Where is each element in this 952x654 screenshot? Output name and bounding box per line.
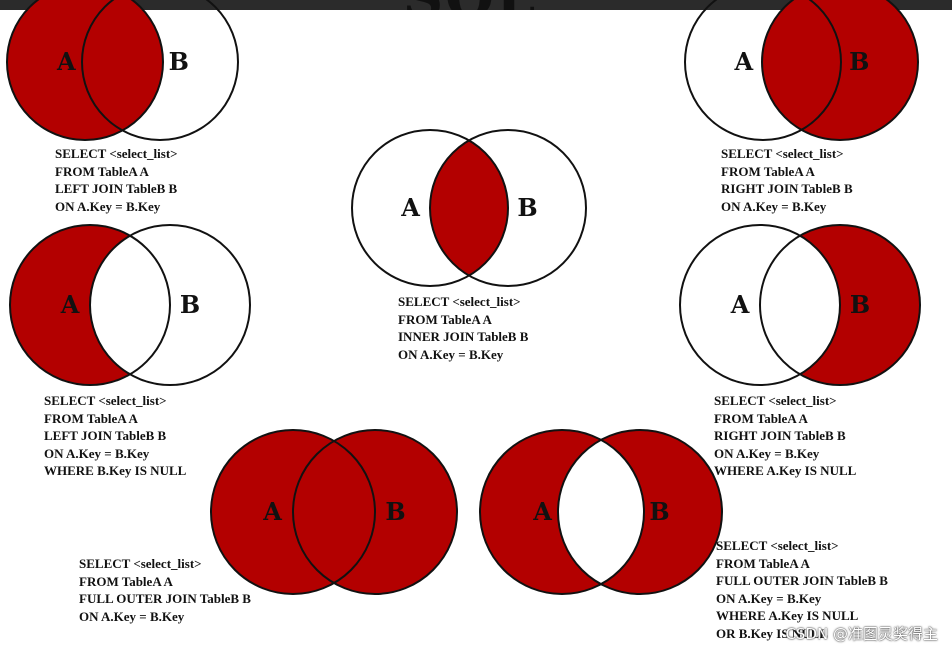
- label-b: B: [517, 193, 537, 222]
- sql-left-join: SELECT <select_list> FROM TableA A LEFT JO…: [55, 145, 178, 215]
- sql-line: WHERE B.Key IS NULL: [44, 463, 187, 478]
- circle-b: [81, 0, 239, 141]
- circle-a: [351, 129, 509, 287]
- label-b: B: [385, 497, 405, 526]
- sql-line: ON A.Key = B.Key: [44, 445, 150, 461]
- sql-line: FULL OUTER JOIN TableB B: [79, 591, 251, 606]
- venn-shading: [10, 225, 170, 385]
- label-b: B: [849, 47, 869, 76]
- venn-shading: [430, 130, 508, 286]
- sql-line: SELECT <select_list>: [721, 146, 844, 161]
- region-intersection: [430, 130, 508, 286]
- region-intersection-cleared: [558, 430, 644, 594]
- label-a: A: [400, 193, 420, 222]
- label-b: B: [850, 290, 870, 319]
- watermark: CSDN @准图灵奖得主: [785, 625, 938, 643]
- circle-b: [761, 0, 919, 141]
- sql-line: SELECT <select_list>: [398, 294, 521, 309]
- venn-right-excluding-join: A B: [679, 224, 921, 386]
- top-border: [0, 0, 952, 10]
- circle-a: [9, 224, 171, 386]
- circle-b: [89, 224, 251, 386]
- sql-line: ON A.Key = B.Key: [721, 198, 827, 214]
- circle-a: [679, 224, 841, 386]
- label-b: B: [169, 47, 189, 76]
- circle-b: [429, 129, 587, 287]
- sql-line: ON A.Key = B.Key: [716, 590, 822, 606]
- circle-b: [292, 429, 458, 595]
- sql-line: SELECT <select_list>: [716, 538, 839, 553]
- sql-line: FULL OUTER JOIN TableB B: [716, 573, 888, 588]
- sql-line: ON A.Key = B.Key: [55, 198, 161, 214]
- sql-line: FROM TableA A: [79, 573, 173, 589]
- region-intersection-cleared: [90, 225, 170, 385]
- region-a: [7, 0, 163, 140]
- sql-right-excluding-join: SELECT <select_list> FROM TableA A RIGHT J…: [714, 392, 856, 480]
- circle-b: [557, 429, 723, 595]
- label-a: A: [56, 47, 76, 76]
- sql-inner-join: SELECT <select_list> FROM TableA A INNER J…: [398, 293, 528, 363]
- label-b: B: [649, 497, 669, 526]
- venn-left-join: A B: [6, 0, 239, 141]
- venn-shading: [7, 0, 163, 140]
- sql-line: RIGHT JOIN TableB B: [714, 428, 846, 443]
- circle-a: [479, 429, 645, 595]
- sql-line: FROM TableA A: [398, 311, 492, 327]
- label-b: B: [180, 290, 200, 319]
- circle-a: [210, 429, 376, 595]
- sql-line: ON A.Key = B.Key: [79, 608, 185, 624]
- sql-line: ON A.Key = B.Key: [714, 445, 820, 461]
- label-a: A: [733, 47, 753, 76]
- diagram-title: SQL JOINS: [300, 0, 640, 10]
- sql-line: WHERE A.Key IS NULL: [716, 608, 859, 623]
- sql-line: LEFT JOIN TableB B: [55, 181, 178, 196]
- sql-line: FROM TableA A: [716, 555, 810, 571]
- sql-line: ON A.Key = B.Key: [398, 346, 504, 362]
- label-a: A: [532, 497, 552, 526]
- circle-a: [684, 0, 842, 141]
- region-intersection-cleared: [760, 225, 840, 385]
- venn-full-outer-join: A B: [210, 429, 458, 595]
- venn-outer-excluding-join: A B: [479, 429, 723, 595]
- sql-line: FROM TableA A: [55, 163, 149, 179]
- label-a: A: [262, 497, 282, 526]
- sql-line: FROM TableA A: [714, 410, 808, 426]
- venn-right-join: A B: [684, 0, 919, 141]
- sql-outer-excluding-join: SELECT <select_list> FROM TableA A FULL OU…: [716, 537, 888, 642]
- sql-line: INNER JOIN TableB B: [398, 329, 529, 344]
- sql-line: SELECT <select_list>: [714, 393, 837, 408]
- sql-line: FROM TableA A: [44, 410, 138, 426]
- sql-right-join: SELECT <select_list> FROM TableA A RIGHT J…: [721, 145, 853, 215]
- venn-shading: [480, 430, 722, 594]
- circle-a: [6, 0, 164, 141]
- sql-full-outer-join: SELECT <select_list> FROM TableA A FULL OU…: [79, 555, 251, 625]
- venn-inner-join: A B: [351, 129, 587, 287]
- sql-line: FROM TableA A: [721, 163, 815, 179]
- venn-left-excluding-join: A B: [9, 224, 251, 386]
- sql-line: LEFT JOIN TableB B: [44, 428, 167, 443]
- sql-line: SELECT <select_list>: [79, 556, 202, 571]
- venn-shading: [760, 225, 920, 385]
- sql-line: WHERE A.Key IS NULL: [714, 463, 857, 478]
- sql-line: SELECT <select_list>: [55, 146, 178, 161]
- circle-b: [759, 224, 921, 386]
- label-a: A: [60, 290, 80, 319]
- sql-line: SELECT <select_list>: [44, 393, 167, 408]
- sql-line: OR B.Key IS NULL: [716, 625, 828, 641]
- sql-left-excluding-join: SELECT <select_list> FROM TableA A LEFT JO…: [44, 392, 186, 480]
- label-a: A: [730, 290, 750, 319]
- sql-line: RIGHT JOIN TableB B: [721, 181, 853, 196]
